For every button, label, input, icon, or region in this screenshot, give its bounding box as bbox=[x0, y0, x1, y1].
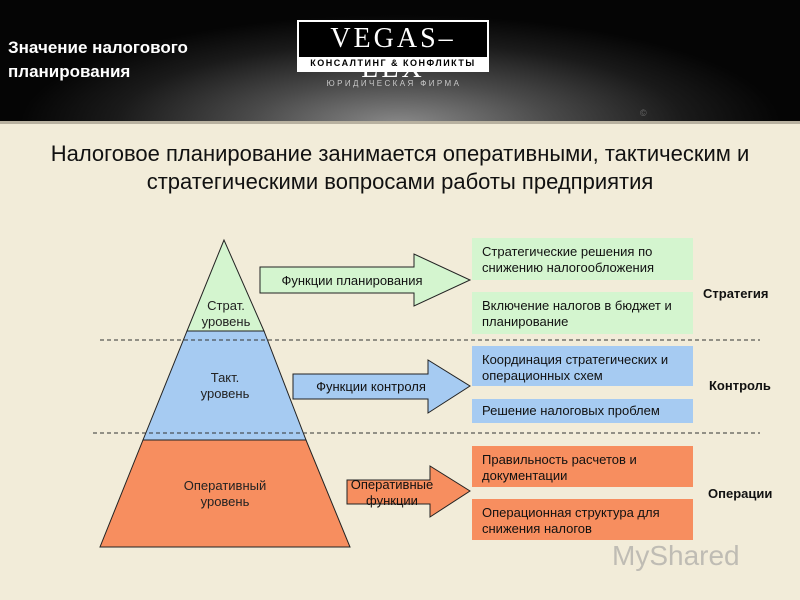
category-control: Контроль bbox=[709, 378, 771, 393]
header-divider bbox=[0, 121, 800, 124]
control-functions-label: Функции контроля bbox=[316, 379, 426, 394]
tactical-box-1: Координация стратегических и операционны… bbox=[472, 346, 693, 386]
operational-arrow bbox=[346, 465, 471, 518]
copyright-mark: © bbox=[640, 108, 647, 118]
strategic-level-label: Страт. уровень bbox=[201, 298, 251, 329]
tactical-box-2: Решение налоговых проблем bbox=[472, 399, 693, 423]
operational-level-label: Оперативный уровень bbox=[183, 478, 267, 509]
strategic-box-1: Стратегические решения по снижению налог… bbox=[472, 238, 693, 280]
tactical-level-label: Такт. уровень bbox=[200, 370, 250, 401]
category-strategy: Стратегия bbox=[703, 286, 769, 301]
logo-tagline: КОНСАЛТИНГ & КОНФЛИКТЫ bbox=[299, 57, 487, 70]
control-arrow bbox=[292, 359, 471, 414]
planning-functions-label: Функции планирования bbox=[281, 273, 423, 288]
firm-subtitle: ЮРИДИЧЕСКАЯ ФИРМА bbox=[326, 79, 462, 88]
operational-functions-label: Оперативные функции bbox=[350, 477, 434, 508]
planning-arrow bbox=[259, 253, 472, 307]
category-operations: Операции bbox=[708, 486, 773, 501]
header-banner: Значение налогового планирования VEGAS–L… bbox=[0, 0, 800, 121]
main-title: Налоговое планирование занимается операт… bbox=[50, 141, 750, 194]
vegas-lex-logo: VEGAS–LEX КОНСАЛТИНГ & КОНФЛИКТЫ bbox=[297, 20, 489, 84]
watermark-text: MyShared bbox=[612, 540, 740, 571]
strategic-box-2: Включение налогов в бюджет и планировани… bbox=[472, 292, 693, 334]
operational-box-2: Операционная структура для снижения нало… bbox=[472, 499, 693, 540]
slide-section-title: Значение налогового планирования bbox=[8, 38, 188, 81]
operational-box-1: Правильность расчетов и документации bbox=[472, 446, 693, 487]
pyramid-operational-level bbox=[99, 439, 351, 548]
